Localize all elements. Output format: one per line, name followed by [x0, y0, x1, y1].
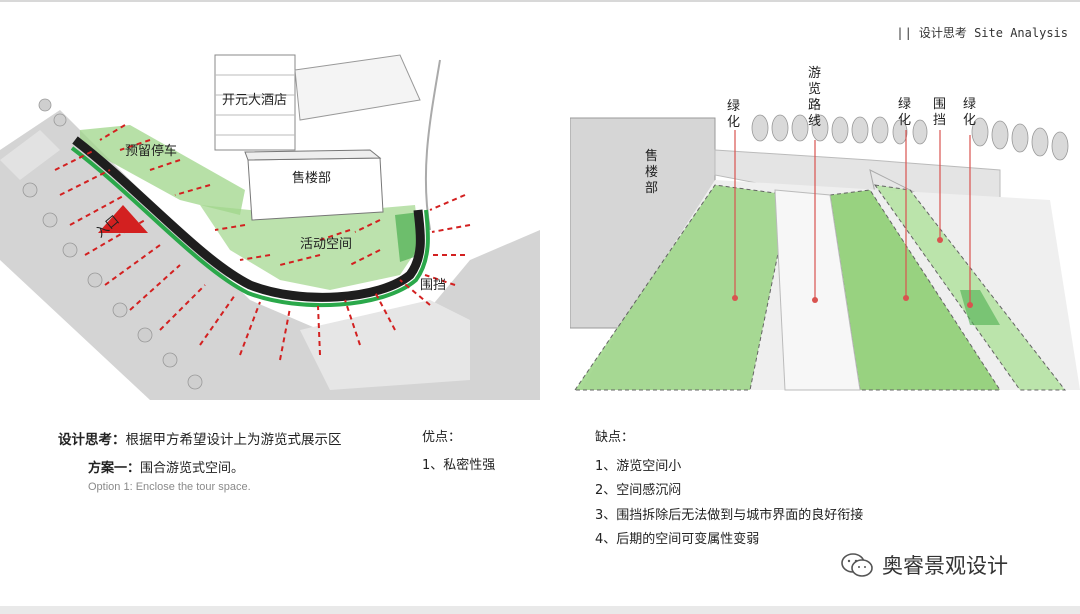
tree-row	[22, 98, 203, 390]
design-thinking: 设计思考：根据甲方希望设计上为游览式展示区	[58, 428, 342, 448]
green3-label-v1: 绿	[963, 97, 976, 112]
green2-label-v1: 绿	[898, 97, 911, 112]
brand-name: 奥睿景观设计	[882, 554, 1008, 578]
pavement-area	[0, 130, 60, 180]
section-labels: 售 楼 部 绿 化 游 览 路 线 绿 化 围 挡 绿 化	[645, 66, 976, 196]
tour-route	[774, 189, 861, 391]
pros-list: 优点： 1、私密性强	[422, 426, 495, 478]
green1-label-v1: 绿	[727, 99, 740, 114]
page-header: || 设计思考 Site Analysis	[896, 24, 1068, 41]
view-arrows	[54, 124, 471, 361]
plaza-area	[300, 300, 470, 390]
activity-label: 活动空间	[300, 237, 352, 252]
hotel-building	[214, 54, 421, 151]
cons-item: 3、围挡拆除后无法做到与城市界面的良好衔接	[595, 507, 864, 523]
wall-green-end	[395, 212, 420, 262]
header-bars: ||	[896, 26, 913, 40]
left-site-plan: 开元大酒店 预留停车 售楼部 活动空间 围挡 入口	[0, 54, 540, 400]
green2-label-v2: 化	[898, 113, 911, 128]
marker-lines	[734, 130, 971, 305]
route-label-v2: 览	[808, 81, 821, 97]
wall-label-v2: 挡	[933, 113, 946, 128]
sales-label-v2: 楼	[645, 165, 658, 180]
wechat-icon	[841, 553, 873, 577]
marker-dots	[732, 237, 973, 308]
bottom-bar	[0, 606, 1080, 614]
activity-green	[200, 205, 420, 290]
option-one: 方案一：围合游览式空间。	[88, 457, 244, 476]
design-thinking-text: 根据甲方希望设计上为游览式展示区	[125, 432, 342, 448]
sales-label: 售楼部	[292, 170, 331, 186]
hotel-label: 开元大酒店	[222, 93, 287, 108]
brand-watermark: 奥睿景观设计	[840, 550, 1008, 580]
road-curve	[424, 59, 441, 231]
sales-building	[244, 149, 384, 221]
sales-label-v3: 部	[645, 181, 658, 196]
design-thinking-label: 设计思考：	[58, 432, 126, 448]
cons-item: 2、空间感沉闷	[595, 483, 682, 498]
wall-label: 围挡	[420, 278, 446, 293]
parking-label: 预留停车	[125, 143, 177, 159]
enclosure-wall	[72, 136, 425, 302]
option-one-english: Option 1: Enclose the tour space.	[88, 481, 251, 493]
cons-item: 4、后期的空间可变属性变弱	[595, 532, 760, 547]
cons-list: 缺点： 1、游览空间小 2、空间感沉闷 3、围挡拆除后无法做到与城市界面的良好衔…	[595, 426, 863, 553]
green1-label-v2: 化	[727, 115, 740, 130]
pros-title: 优点：	[422, 430, 462, 445]
green3-label-v2: 化	[963, 113, 976, 128]
pros-item: 1、私密性强	[422, 458, 496, 473]
top-divider	[0, 0, 1080, 2]
sales-label-v1: 售	[645, 148, 658, 164]
option-one-text: 围合游览式空间。	[140, 461, 245, 476]
right-section-view: 售 楼 部 绿 化 游 览 路 线 绿 化 围 挡 绿 化	[570, 66, 1080, 391]
header-title: 设计思考 Site Analysis	[918, 26, 1068, 40]
back-trees	[751, 114, 1069, 161]
route-label-v1: 游	[808, 66, 821, 81]
parking-green	[80, 125, 245, 215]
route-label-v4: 线	[808, 114, 821, 129]
cons-title: 缺点：	[595, 430, 635, 445]
route-label-v3: 路	[808, 97, 821, 113]
wall-label-v1: 围	[933, 97, 946, 112]
option-one-label: 方案一：	[88, 461, 141, 476]
cons-item: 1、游览空间小	[595, 458, 682, 474]
